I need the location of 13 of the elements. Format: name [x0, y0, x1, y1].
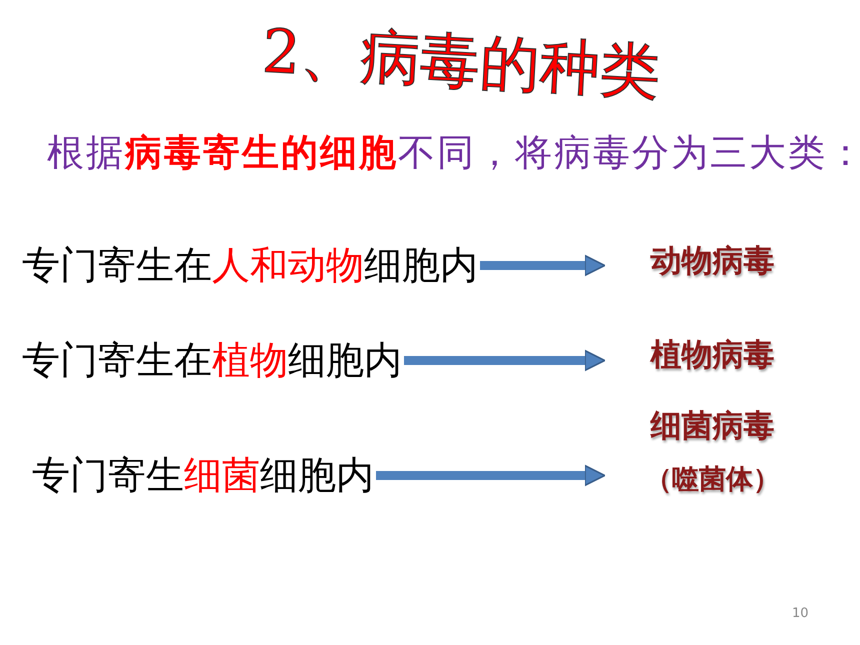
host-description: 专门寄生在人和动物细胞内: [22, 240, 478, 291]
alternate-name: （噬菌体）: [644, 463, 781, 497]
virus-type-label: 动物病毒: [605, 240, 820, 282]
slide-title: 2、病毒的种类: [260, 16, 662, 110]
virus-type-label: 植物病毒: [605, 334, 820, 376]
subtitle-text: 根据病毒寄生的细胞不同，将病毒分为三大类：: [47, 130, 860, 176]
host-description: 专门寄生在植物细胞内: [22, 335, 402, 386]
block-arrow: [404, 350, 606, 372]
host-description: 专门寄生细菌细胞内: [32, 450, 374, 501]
virus-type-label: 细菌病毒: [649, 407, 776, 446]
block-arrow: [480, 254, 606, 276]
block-arrow: [376, 464, 606, 486]
page-number: 10: [792, 606, 809, 621]
